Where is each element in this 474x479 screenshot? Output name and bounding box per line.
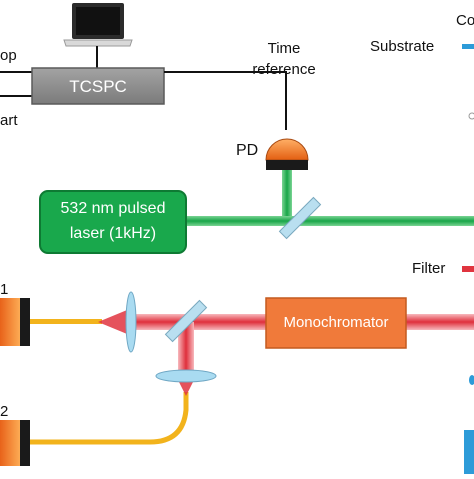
tcspc-box [31, 67, 165, 105]
detector-2-icon [0, 420, 30, 466]
green-beam-splitter [278, 196, 322, 240]
pd-label: PD [236, 142, 259, 159]
red-beam-taper-down [178, 380, 194, 396]
detector-1-index: 1 [0, 281, 9, 298]
red-beam-horizontal-right [406, 314, 474, 330]
laptop-icon [63, 3, 133, 47]
laser-label-line2: laser (1kHz) [69, 225, 157, 242]
time-reference-cable [164, 71, 287, 130]
fiber-detector-2 [30, 392, 189, 445]
filter-legend-swatch [462, 266, 474, 272]
filter-label: Filter [412, 260, 446, 277]
fiber-detector-1 [30, 319, 102, 324]
monochromator-box [265, 297, 407, 349]
laser-label-line1: 532 nm pulsed [60, 200, 166, 217]
substrate-label: Substrate [370, 38, 435, 55]
lens-2 [155, 369, 217, 383]
cut-label-stop: op [0, 47, 17, 64]
green-beam-vertical [282, 162, 292, 226]
laser-box [39, 190, 187, 254]
red-beam-splitter [164, 299, 208, 343]
tcspc-label: TCSPC [69, 77, 127, 96]
cut-label-start: art [0, 112, 18, 129]
green-beam-horizontal [186, 216, 474, 226]
cut-label-top-right: Co [456, 12, 474, 29]
detector-1-icon [0, 298, 30, 346]
lens-right-partial [469, 375, 474, 385]
small-optic-top-right [468, 112, 474, 120]
photodiode-icon [265, 138, 309, 170]
time-reference-label-line2: reference [252, 61, 316, 78]
lens-1 [125, 291, 137, 353]
detector-2-index: 2 [0, 403, 9, 420]
monochromator-label: Monochromator [283, 314, 389, 331]
substrate-legend-swatch [462, 44, 474, 49]
substrate-block-partial [464, 430, 474, 474]
red-beam-taper [98, 308, 132, 336]
red-beam-vertical [178, 322, 194, 376]
time-reference-label-line1: Time [267, 40, 301, 57]
red-beam-horizontal-left [130, 314, 268, 330]
